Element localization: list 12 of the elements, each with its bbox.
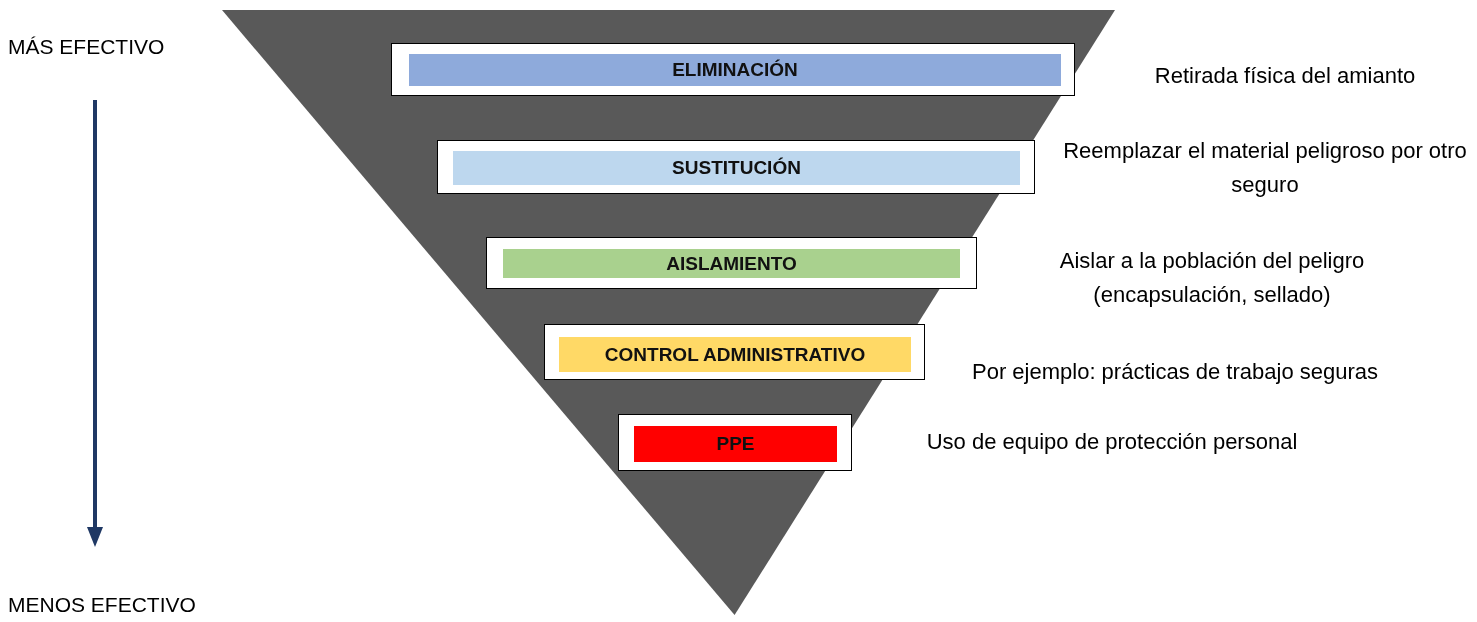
level-label: CONTROL ADMINISTRATIVO	[559, 337, 911, 372]
level-label: ELIMINACIÓN	[409, 54, 1061, 86]
level-box	[437, 140, 1035, 194]
scale-label: MENOS EFECTIVO	[8, 593, 196, 617]
level-label: PPE	[634, 426, 837, 462]
level-box	[544, 324, 925, 380]
level-label: AISLAMIENTO	[503, 249, 960, 278]
level-box	[486, 237, 977, 289]
scale-label: MÁS EFECTIVO	[8, 35, 165, 59]
level-box	[391, 43, 1075, 96]
level-label: SUSTITUCIÓN	[453, 151, 1020, 185]
level-box	[618, 414, 852, 471]
